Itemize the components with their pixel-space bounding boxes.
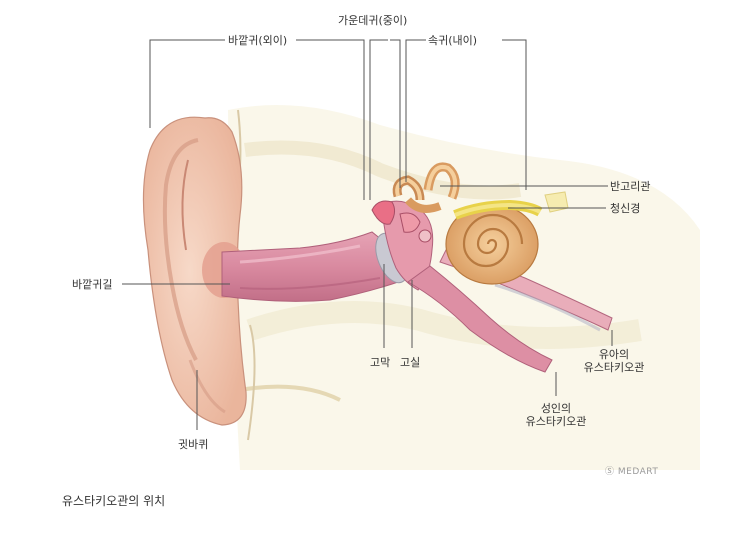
inner-ear-shape xyxy=(392,162,543,285)
label-auditory-nerve: 청신경 xyxy=(610,202,641,215)
middle-ear-shape xyxy=(371,200,434,291)
label-adult-eustachian-tube: 성인의 유스타키오관 xyxy=(518,402,594,428)
label-adult-line2: 유스타키오관 xyxy=(525,415,587,428)
label-tympanic-cavity: 고실 xyxy=(400,356,421,369)
ear-anatomy-illustration xyxy=(122,39,700,470)
label-outer-ear: 바깥귀(외이) xyxy=(228,34,288,47)
label-infant-line2: 유스타키오관 xyxy=(583,361,645,374)
leader-lines xyxy=(122,39,613,430)
label-eardrum: 고막 xyxy=(370,356,391,369)
credit-text: Ⓢ MEDART xyxy=(605,467,659,477)
label-auricle: 귓바퀴 xyxy=(178,438,209,451)
label-inner-ear: 속귀(내이) xyxy=(428,34,478,47)
label-adult-line1: 성인의 xyxy=(540,402,572,415)
label-middle-ear: 가운데귀(중이) xyxy=(338,14,408,27)
ear-canal-shape xyxy=(221,231,405,302)
label-ear-canal: 바깥귀길 xyxy=(72,278,113,291)
auricle-shape xyxy=(142,116,247,426)
label-infant-line1: 유아의 xyxy=(598,348,630,361)
label-semicircular-canal: 반고리관 xyxy=(610,180,651,193)
label-infant-eustachian-tube: 유아의 유스타키오관 xyxy=(576,348,652,374)
figure-caption: 유스타키오관의 위치 xyxy=(62,494,166,508)
